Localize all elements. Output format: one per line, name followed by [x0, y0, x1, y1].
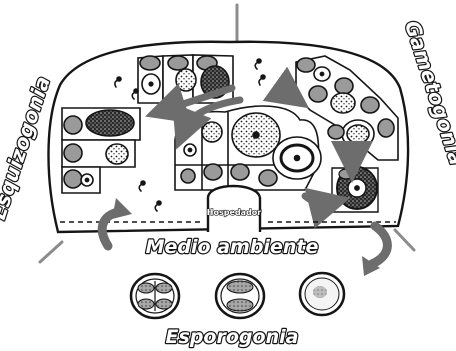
oocyst-cell — [332, 167, 378, 212]
host-label: Hospedador — [207, 208, 261, 217]
unsporulated-oocyst — [300, 273, 344, 315]
sporogony-label: Esporogonia — [166, 326, 299, 348]
schizogony-label: Esquizogonia — [0, 73, 55, 222]
sporulated-oocyst-2 — [216, 274, 264, 318]
sporulated-oocyst-4 — [131, 274, 179, 318]
environment-label: Medio ambiente — [146, 236, 319, 258]
